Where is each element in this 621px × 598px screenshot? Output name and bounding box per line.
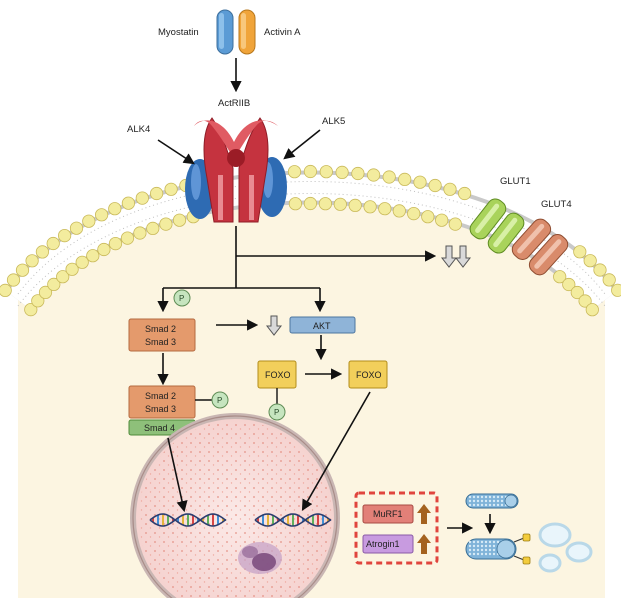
svg-text:FOXO: FOXO (265, 370, 291, 380)
glut1-label: GLUT1 (500, 176, 531, 187)
signaling-connectors (157, 226, 437, 313)
murf1-increase-arrow (417, 504, 431, 524)
ubiquitin-tags (513, 533, 531, 565)
muscle-filament-intact (465, 493, 519, 509)
akt-decrease-arrow (265, 315, 283, 336)
muscle-filament-ubiquitinated (465, 538, 517, 560)
phospho-group-upper: P (173, 289, 191, 307)
atrogin1-increase-arrow (417, 534, 431, 554)
svg-text:Atrogin1: Atrogin1 (366, 539, 400, 549)
smad2-smad3-smad4-complex: Smad 2 Smad 3 Smad 4 P (128, 385, 229, 436)
foxo-to-dna-arrow (301, 391, 371, 511)
target-genes-box (354, 491, 439, 565)
glut4-label: GLUT4 (541, 199, 572, 210)
alk5-label: ALK5 (322, 116, 345, 127)
activin-a-ligand (238, 9, 256, 55)
svg-text:MuRF1: MuRF1 (373, 509, 403, 519)
svg-text:Smad 3: Smad 3 (145, 404, 176, 414)
svg-text:P: P (179, 294, 184, 303)
cell-membrane (0, 164, 621, 317)
foxo-phosphorylated: FOXO P (257, 360, 297, 421)
glut-decrease-arrows (440, 245, 472, 268)
atrogin1-gene: Atrogin1 (362, 534, 414, 554)
foxo-active: FOXO (348, 360, 388, 389)
svg-text:Smad 4: Smad 4 (144, 423, 175, 433)
akt-protein: AKT (289, 316, 356, 334)
dna-right (254, 513, 332, 527)
smad-to-dna-arrow (167, 437, 188, 513)
svg-text:P: P (217, 396, 222, 405)
murf1-gene: MuRF1 (362, 504, 414, 524)
alk5-pointer (283, 129, 321, 160)
glut4-transporter (511, 218, 569, 276)
actriib-receptor (194, 117, 278, 223)
svg-text:AKT: AKT (313, 321, 331, 331)
svg-text:Smad 2: Smad 2 (145, 391, 176, 401)
nucleolus (238, 542, 282, 574)
svg-text:Smad 3: Smad 3 (145, 337, 176, 347)
alk4-pointer (157, 139, 195, 165)
activin-a-label: Activin A (264, 27, 301, 38)
svg-text:FOXO: FOXO (356, 370, 382, 380)
dna-left (149, 513, 227, 527)
degradation-vesicles (538, 522, 593, 573)
smad2-smad3-complex: Smad 2 Smad 3 (128, 318, 196, 352)
svg-text:Smad 2: Smad 2 (145, 324, 176, 334)
actriib-label: ActRIIB (218, 98, 250, 109)
alk4-label: ALK4 (127, 124, 150, 135)
glut1-transporter (469, 198, 525, 254)
myostatin-label: Myostatin (158, 27, 199, 38)
myostatin-ligand (216, 9, 234, 55)
nucleus (130, 413, 340, 598)
svg-text:P: P (274, 408, 279, 417)
